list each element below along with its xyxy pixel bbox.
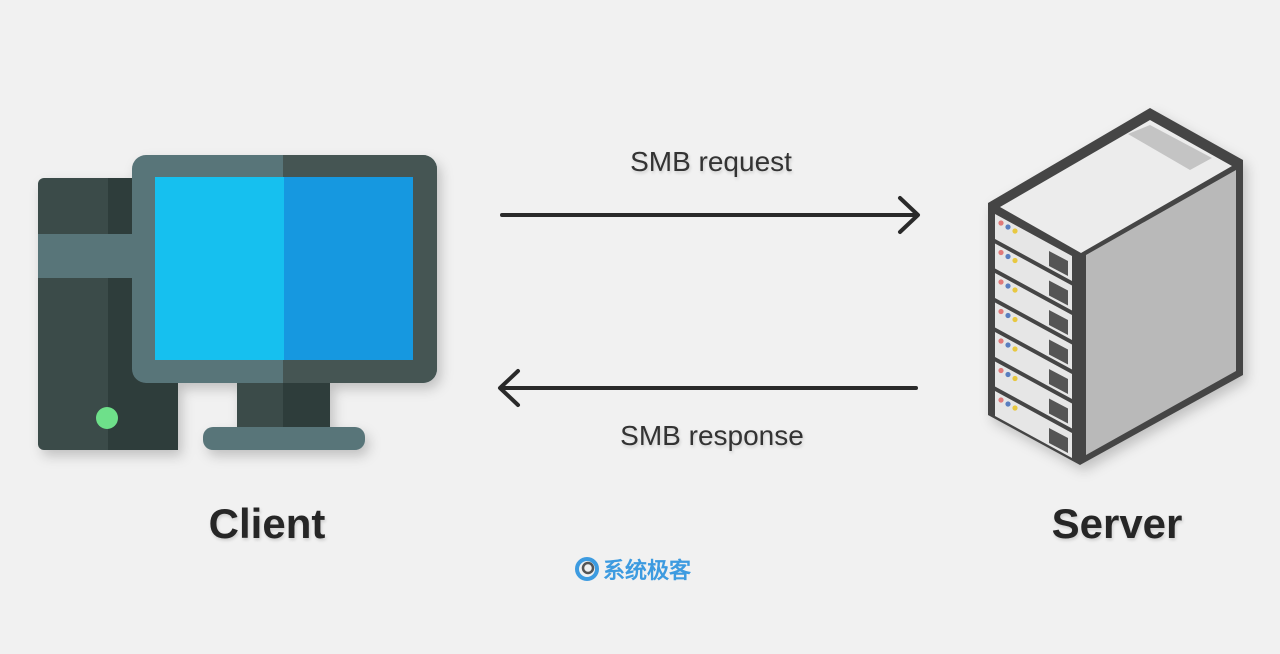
- status-led: [1012, 316, 1018, 323]
- status-led: [1012, 346, 1018, 352]
- status-led: [998, 220, 1004, 226]
- server-label: Server: [1051, 500, 1183, 547]
- client-computer-icon: [38, 155, 437, 450]
- status-led: [1012, 405, 1018, 411]
- power-led: [96, 407, 118, 429]
- status-led: [1005, 371, 1011, 378]
- status-led: [1005, 342, 1011, 348]
- server-drive-bay: [995, 332, 1072, 399]
- status-led: [1005, 283, 1011, 289]
- server-drive-bay: [995, 214, 1072, 281]
- response-arrow: [498, 369, 918, 407]
- server-drive-bay: [995, 243, 1072, 311]
- status-led: [998, 249, 1004, 256]
- status-led: [1005, 253, 1011, 260]
- watermark-logo-icon: [575, 557, 599, 581]
- status-led: [1012, 287, 1018, 293]
- status-led: [998, 397, 1004, 403]
- server-side: [1086, 170, 1236, 455]
- watermark: 系统极客: [574, 553, 691, 585]
- server-icon: [988, 108, 1243, 465]
- stand-base: [203, 427, 365, 450]
- server-drive-bay: [995, 302, 1072, 370]
- status-led: [1012, 375, 1018, 382]
- status-led: [1012, 228, 1018, 234]
- client-label: Client: [208, 500, 326, 547]
- status-led: [998, 338, 1004, 344]
- server-drive-bay: [995, 361, 1072, 429]
- server-drive-bay: [995, 391, 1072, 458]
- request-label: SMB request: [630, 146, 792, 177]
- status-led: [1005, 312, 1011, 319]
- server-drive-bay: [995, 273, 1072, 340]
- status-led: [1012, 257, 1018, 264]
- response-label: SMB response: [620, 420, 804, 451]
- request-arrow: [500, 196, 920, 234]
- status-led: [1005, 224, 1011, 230]
- watermark-text: 系统极客: [603, 558, 692, 583]
- status-led: [998, 367, 1004, 374]
- monitor-screen: [155, 177, 284, 360]
- status-led: [1005, 401, 1011, 407]
- status-led: [998, 279, 1004, 285]
- status-led: [998, 308, 1004, 315]
